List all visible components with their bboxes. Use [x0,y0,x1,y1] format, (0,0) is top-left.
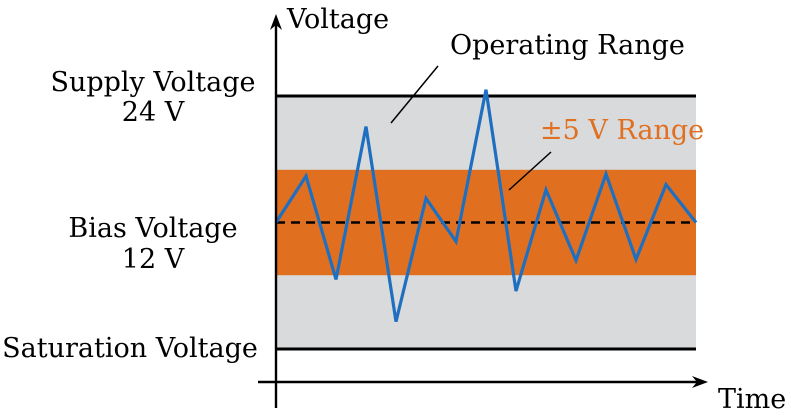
bias-voltage-value: 12 V [122,244,185,275]
supply-voltage-label: Supply Voltage [50,67,255,98]
bias-voltage-label: Bias Voltage [68,213,237,244]
operating-range-label: Operating Range [450,30,685,61]
supply-voltage-value: 24 V [122,97,185,128]
band-label-leader [508,151,552,191]
x-axis-label: Time [718,384,786,415]
signal-line [274,89,698,322]
band-range-label: ±5 V Range [540,115,704,146]
x-axis-arrowhead [692,376,708,388]
operating-range-leader [390,65,439,124]
y-axis-arrowhead [270,14,282,30]
y-axis-label: Voltage [286,4,389,35]
saturation-voltage-label: Saturation Voltage [2,333,258,364]
